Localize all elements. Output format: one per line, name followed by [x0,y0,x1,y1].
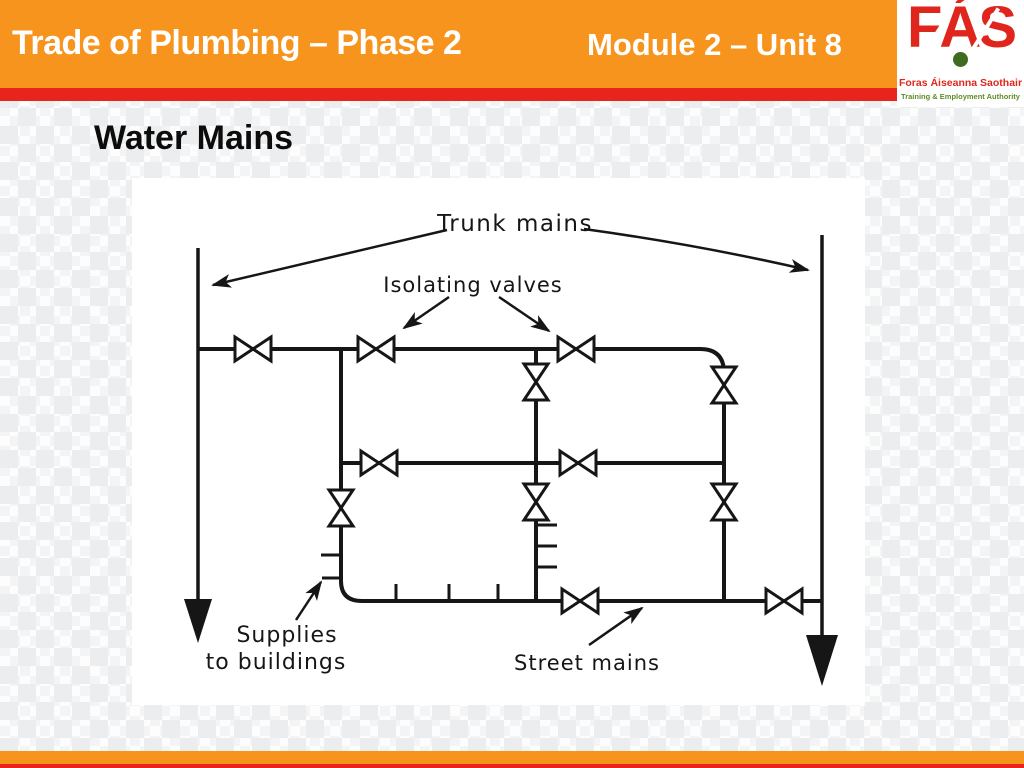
logo-name: Foras Áiseanna Saothair [898,77,1023,89]
street-mains-label: Street mains [514,651,660,675]
isolating-valve-icon [521,482,551,522]
isolating-valve-icon [709,482,739,522]
left-and-bottom-street-main-pipe [339,349,822,603]
water-mains-diagram: Trunk mains Isolating valves Supplies to… [184,211,838,686]
module-label: Module 2 – Unit 8 [587,27,842,62]
fas-logo: FÁS Foras Áiseanna Saothair Training & E… [897,0,1024,107]
supplies-arrow-icon [294,580,323,621]
isolating-valves-right-arrow-icon [498,295,551,333]
building-supply-stubs [321,523,557,601]
right-trunk-arrowhead-icon [806,635,838,686]
leader-arrows-group [211,227,810,647]
top-street-main-pipe [198,347,726,601]
diagram-panel: Trunk mains Isolating valves Supplies to… [132,178,865,705]
slide-title: Trade of Plumbing – Phase 2 [12,24,462,62]
logo-tagline: Training & Employment Authority [901,92,1020,101]
isolating-valve-icon [558,448,598,478]
trunk-mains-label: Trunk mains [436,211,593,237]
footer-bar [0,751,1024,764]
isolating-valve-icon [326,488,356,528]
trunk-mains-left-arrow-icon [211,228,448,288]
isolating-valves-label: Isolating valves [383,273,563,297]
isolating-valves-left-arrow-icon [402,295,450,330]
left-trunk-arrowhead-icon [184,599,212,643]
isolating-valve-icon [764,586,804,616]
isolating-valve-icon [556,334,596,364]
header-bar: Trade of Plumbing – Phase 2 Module 2 – U… [0,0,1024,88]
isolating-valves-group [233,334,804,616]
street-mains-arrow-icon [588,606,644,647]
header-divider [0,88,1024,101]
isolating-valve-icon [560,586,600,616]
logo-dot-icon [953,52,968,67]
isolating-valve-icon [356,334,396,364]
isolating-valve-icon [521,362,551,402]
isolating-valve-icon [233,334,273,364]
page-title: Water Mains [94,119,294,157]
isolating-valve-icon [709,365,739,405]
supplies-label-line2: to buildings [206,650,347,675]
isolating-valve-icon [359,448,399,478]
footer-divider [0,764,1024,768]
street-mains-group [198,347,822,603]
trunk-mains-right-arrow-icon [583,227,810,273]
supplies-label-line1: Supplies [236,623,337,648]
trunk-mains-group [196,235,824,637]
